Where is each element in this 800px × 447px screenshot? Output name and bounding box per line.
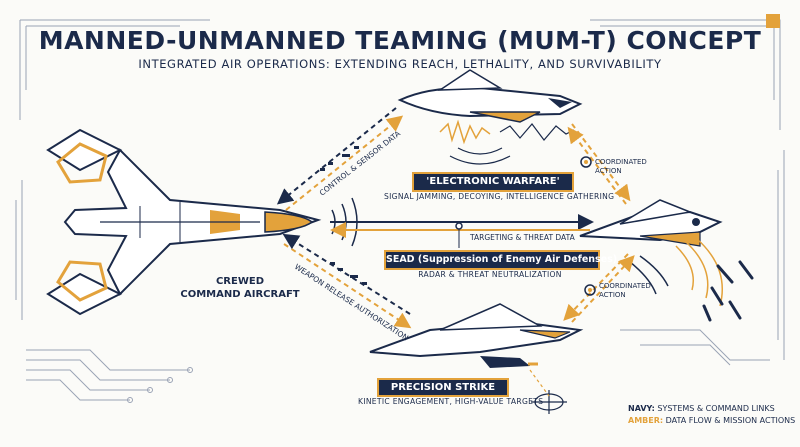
corner-accent (766, 14, 780, 28)
crewed-aircraft-icon (46, 128, 322, 316)
strike-mission-caption: KINETIC ENGAGEMENT, HIGH-VALUE TARGETS (358, 397, 544, 406)
legend-amber: AMBER: DATA FLOW & MISSION ACTIONS (628, 415, 795, 427)
crewed-label-line2: COMMAND AIRCRAFT (180, 289, 300, 300)
frame-decoration (15, 19, 785, 403)
legend-navy-key: NAVY: (628, 404, 655, 413)
sead-drone-icon (579, 199, 723, 247)
missile-icons (702, 260, 754, 322)
targeting-link-label: TARGETING & THREAT DATA (469, 233, 576, 242)
coordinated-top-line2: ACTION (595, 167, 622, 175)
coordinated-action-icon (580, 156, 592, 168)
legend-navy-text: SYSTEMS & COMMAND LINKS (657, 404, 775, 413)
coordinated-action-label-top: COORDINATED ACTION (595, 158, 647, 176)
ew-jamming-waves-icon (439, 119, 575, 165)
target-reticle-icon (529, 369, 567, 414)
coordinated-action-icon-2 (584, 284, 596, 296)
ew-mission-caption: SIGNAL JAMMING, DECOYING, INTELLIGENCE G… (384, 192, 615, 201)
control-link (276, 107, 404, 211)
weapon-link (282, 233, 412, 329)
coordinated-bottom-line1: COORDINATED (599, 282, 651, 290)
coordination-links (563, 123, 635, 323)
legend-amber-key: AMBER: (628, 416, 664, 425)
targeting-link (330, 214, 594, 248)
crewed-aircraft-label: CREWED COMMAND AIRCRAFT (176, 275, 304, 301)
strike-mission-box: PRECISION STRIKE (377, 378, 509, 397)
coordinated-action-label-bottom: COORDINATED ACTION (599, 282, 651, 300)
sead-mission-caption: RADAR & THREAT NEUTRALIZATION (418, 270, 562, 279)
ew-drone-icon (397, 69, 583, 123)
sead-mission-box: SEAD (Suppression of Enemy Air Defenses) (384, 250, 617, 270)
ew-mission-box: 'ELECTRONIC WARFARE' (412, 172, 574, 192)
page-title: MANNED-UNMANNED TEAMING (MUM-T) CONCEPT (38, 26, 762, 55)
legend: NAVY: SYSTEMS & COMMAND LINKS AMBER: DAT… (628, 403, 795, 427)
page-subtitle: INTEGRATED AIR OPERATIONS: EXTENDING REA… (138, 57, 662, 71)
crewed-label-line1: CREWED (215, 276, 265, 287)
strike-drone-icon (369, 303, 584, 368)
legend-amber-text: DATA FLOW & MISSION ACTIONS (665, 416, 796, 425)
legend-navy: NAVY: SYSTEMS & COMMAND LINKS (628, 403, 795, 415)
coordinated-top-line1: COORDINATED (595, 158, 647, 166)
coordinated-bottom-line2: ACTION (599, 291, 626, 299)
